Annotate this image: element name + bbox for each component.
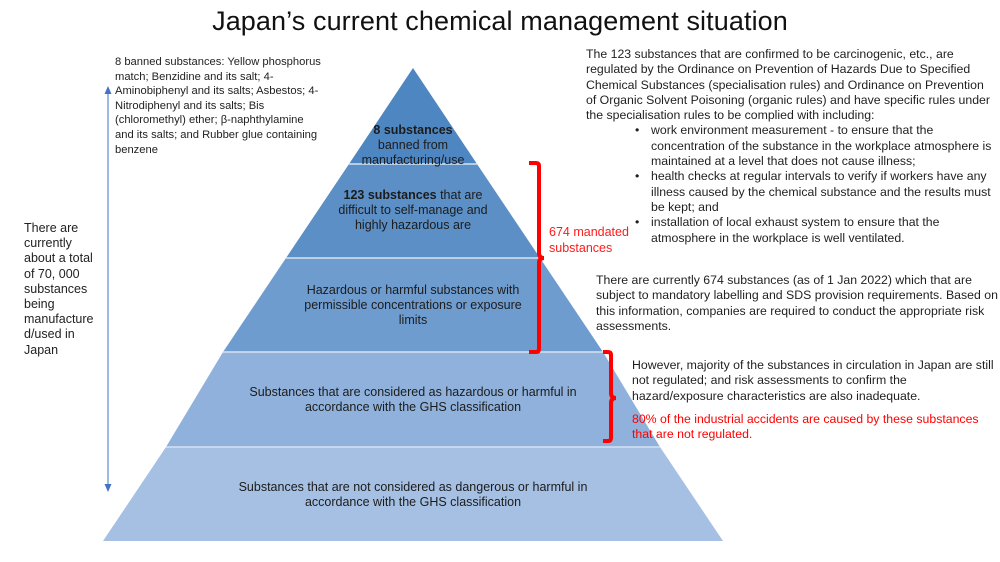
regulation-intro: The 123 substances that are confirmed to…	[586, 47, 990, 123]
total-substances-note: There are currently about a total of 70,…	[24, 221, 94, 357]
tier-1-text: banned from manufacturing/use	[361, 138, 465, 167]
pyramid-tier-not-hazardous	[103, 447, 723, 541]
mandated-substances-label: 674 mandated substances	[549, 225, 629, 255]
tier-3-label: Hazardous or harmful substances with per…	[304, 283, 522, 327]
accident-note: 80% of the industrial accidents are caus…	[632, 412, 979, 442]
arrow-head-down-icon	[104, 484, 112, 492]
mandatory-labelling-note: There are currently 674 substances (as o…	[596, 273, 998, 333]
requirement-item: health checks at regular intervals to ve…	[635, 169, 996, 215]
regulation-explanation: The 123 substances that are confirmed to…	[586, 47, 996, 246]
tier-1-bold: 8 substances	[373, 123, 453, 137]
banned-substances-list: 8 banned substances: Yellow phosphorus m…	[115, 56, 321, 156]
page-title: Japan’s current chemical management situ…	[212, 6, 788, 36]
unregulated-note: However, majority of the substances in c…	[632, 358, 994, 403]
tier-4-label: Substances that are considered as hazard…	[249, 385, 577, 414]
pyramid-tier-ghs-hazardous	[166, 352, 660, 447]
requirement-item: work environment measurement - to ensure…	[635, 123, 996, 169]
arrow-head-up-icon	[104, 86, 112, 94]
requirement-item: installation of local exhaust system to …	[635, 215, 996, 246]
pyramid-tier-banned	[349, 68, 477, 164]
requirements-list: work environment measurement - to ensure…	[586, 123, 996, 245]
tier-5-label: Substances that are not considered as da…	[238, 480, 588, 509]
unregulated-bracket	[603, 350, 617, 443]
tier-2-bold: 123 substances	[343, 188, 437, 202]
mandated-bracket	[529, 161, 545, 354]
tier-2-text: that are difficult to self-manage and hi…	[338, 188, 488, 232]
pyramid-tier-123-substances	[286, 164, 540, 258]
pyramid-tier-exposure-limits	[223, 258, 603, 352]
tier-1-label: 8 substances banned from manufacturing/u…	[340, 123, 486, 168]
tier-2-label: 123 substances that are difficult to sel…	[336, 188, 490, 233]
